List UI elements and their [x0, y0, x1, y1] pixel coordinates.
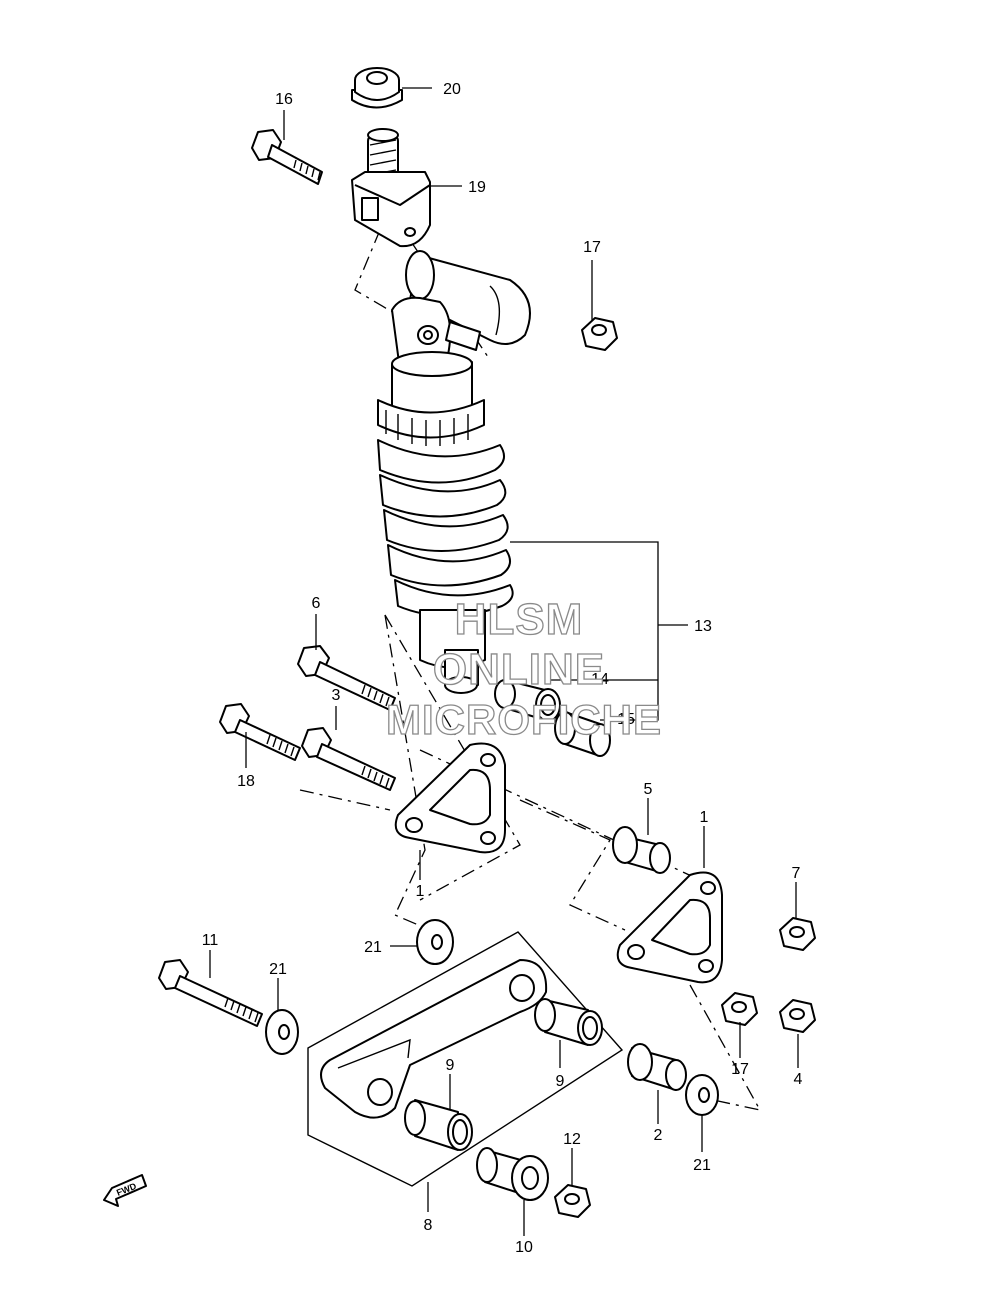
part-17-nut-upper: [581, 317, 618, 351]
part-11-bolt: [158, 959, 263, 1027]
part-13-shock-absorber: [377, 250, 531, 694]
callout-labels: 20 16 19 17 13 14 15 6 3 18 5 1 1 7 21 1…: [202, 81, 803, 1256]
part-8-link-rod: [307, 931, 624, 1187]
callout-5: 5: [644, 781, 653, 798]
part-19-clevis: [351, 128, 431, 248]
callout-13: 13: [694, 618, 712, 635]
callout-3: 3: [332, 687, 341, 704]
part-17-nut-lower: [721, 992, 758, 1026]
part-14-bearing: [494, 679, 561, 722]
callout-8: 8: [424, 1217, 433, 1234]
callout-20: 20: [443, 81, 461, 98]
callout-15: 15: [617, 711, 635, 728]
part-15-spacer: [554, 711, 611, 757]
callout-11: 11: [202, 932, 219, 949]
watermark: HLSM ONLINE MICROFICHE: [385, 594, 662, 743]
callout-4: 4: [794, 1071, 803, 1088]
callout-9: 9: [446, 1057, 455, 1074]
part-2-collar: [627, 1043, 687, 1091]
callout-1: 1: [416, 883, 425, 900]
callout-18: 18: [237, 773, 255, 790]
part-16-bolt: [251, 129, 323, 185]
part-6-bolt: [297, 645, 396, 711]
part-5-collar: [612, 826, 671, 874]
callout-21: 21: [693, 1157, 711, 1174]
callout-17: 17: [583, 239, 601, 256]
leader-lines: [209, 87, 799, 1236]
part-21-washer-left: [265, 1009, 299, 1055]
part-20-nut: [351, 67, 403, 109]
callout-2: 2: [654, 1127, 663, 1144]
part-12-nut: [554, 1184, 591, 1218]
callout-14: 14: [591, 671, 609, 688]
part-1-plate-left: [394, 742, 506, 854]
callout-12: 12: [563, 1131, 581, 1148]
callout-19: 19: [468, 179, 486, 196]
part-3-bolt: [301, 727, 396, 791]
watermark-line-1: HLSM: [455, 595, 584, 644]
callout-9: 9: [556, 1073, 565, 1090]
part-7-nut: [779, 917, 816, 951]
part-4-nut: [779, 999, 816, 1033]
callout-21: 21: [269, 961, 287, 978]
fwd-arrow-icon: FWD: [103, 1174, 147, 1207]
part-21-washer-right: [685, 1074, 719, 1116]
callout-7: 7: [792, 865, 801, 882]
part-9-bearing-left: [404, 1099, 473, 1151]
part-1-plate-right: [616, 871, 723, 984]
callout-16: 16: [275, 91, 293, 108]
part-18-bolt: [219, 703, 301, 761]
callout-21: 21: [364, 939, 382, 956]
part-9-bearing-right: [534, 998, 603, 1046]
callout-17: 17: [731, 1061, 749, 1078]
watermark-line-3: MICROFICHE: [386, 696, 662, 743]
part-21-washer-upper: [416, 919, 454, 965]
callout-6: 6: [312, 595, 321, 612]
part-10-spacer: [476, 1147, 549, 1201]
callout-1: 1: [700, 809, 709, 826]
watermark-line-2: ONLINE: [433, 645, 605, 694]
callout-10: 10: [515, 1239, 533, 1256]
